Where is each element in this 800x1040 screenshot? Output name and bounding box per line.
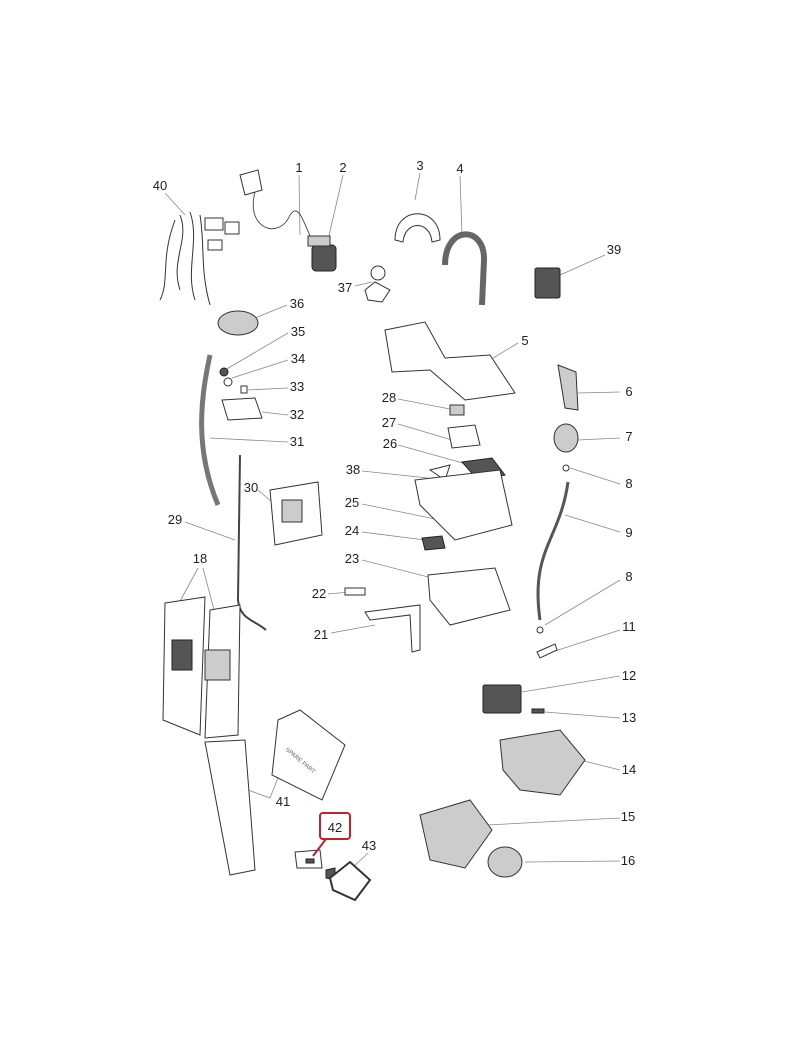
part-3-bracket (394, 213, 441, 243)
leader-lines (164, 172, 621, 871)
part-28-24-dispenser (414, 404, 513, 551)
label-34[interactable]: 34 (291, 351, 305, 366)
part-6-bracket (557, 364, 579, 411)
label-3[interactable]: 3 (416, 158, 423, 173)
part-13-screw (531, 708, 545, 714)
part-18-board (162, 596, 241, 739)
highlight-leader-42 (312, 838, 327, 857)
label-40[interactable]: 40 (153, 178, 167, 193)
label-13[interactable]: 13 (622, 710, 636, 725)
label-8-top[interactable]: 8 (625, 476, 632, 491)
label-7[interactable]: 7 (625, 429, 632, 444)
part-7-pressure-switch (553, 423, 579, 453)
part-12-coil (482, 684, 522, 714)
label-5[interactable]: 5 (521, 333, 528, 348)
part-31-35-hose-fittings (199, 354, 263, 506)
label-27[interactable]: 27 (382, 415, 396, 430)
label-1[interactable]: 1 (295, 160, 302, 175)
label-35[interactable]: 35 (291, 324, 305, 339)
part-40-wiring (159, 211, 240, 306)
label-28[interactable]: 28 (382, 390, 396, 405)
label-30[interactable]: 30 (244, 480, 258, 495)
label-37[interactable]: 37 (338, 280, 352, 295)
label-21[interactable]: 21 (314, 627, 328, 642)
part-29-wire (236, 454, 267, 631)
label-22[interactable]: 22 (312, 586, 326, 601)
part-14-motor (499, 729, 586, 796)
part-8-ring-top (562, 464, 570, 472)
label-33[interactable]: 33 (290, 379, 304, 394)
part-labels: 1 2 3 4 39 40 37 36 35 34 33 32 31 5 6 7… (153, 158, 636, 868)
label-43[interactable]: 43 (362, 838, 376, 853)
part-1-2-power-cord-filter (239, 169, 337, 272)
part-8-ring-bottom (536, 626, 544, 634)
part-42-43 (294, 849, 372, 902)
label-14[interactable]: 14 (622, 762, 636, 777)
label-42[interactable]: 42 (328, 820, 342, 835)
part-9-tube (536, 481, 570, 621)
label-18[interactable]: 18 (193, 551, 207, 566)
label-6[interactable]: 6 (625, 384, 632, 399)
label-15[interactable]: 15 (621, 809, 635, 824)
label-25[interactable]: 25 (345, 495, 359, 510)
part-39-block (534, 267, 561, 299)
part-23-drawer (427, 567, 511, 626)
part-36-cap (217, 310, 259, 336)
label-11[interactable]: 11 (622, 619, 636, 634)
label-2[interactable]: 2 (339, 160, 346, 175)
label-23[interactable]: 23 (345, 551, 359, 566)
label-4[interactable]: 4 (456, 161, 463, 176)
part-15-pump (419, 799, 493, 869)
label-41[interactable]: 41 (276, 794, 290, 809)
label-32[interactable]: 32 (290, 407, 304, 422)
part-5-lid (384, 321, 516, 401)
part-41-covers: SPARE PART (204, 709, 346, 876)
label-36[interactable]: 36 (290, 296, 304, 311)
label-8-bottom[interactable]: 8 (625, 569, 632, 584)
label-29[interactable]: 29 (168, 512, 182, 527)
part-16-filter (487, 846, 523, 878)
part-11-pin (536, 643, 558, 659)
part-30-lock (269, 481, 323, 546)
label-16[interactable]: 16 (621, 853, 635, 868)
label-24[interactable]: 24 (345, 523, 359, 538)
label-39[interactable]: 39 (607, 242, 621, 257)
part-21-22-heater (344, 587, 421, 653)
label-38[interactable]: 38 (346, 462, 360, 477)
part-37-valve (364, 265, 391, 303)
label-26[interactable]: 26 (383, 436, 397, 451)
label-9[interactable]: 9 (625, 525, 632, 540)
label-12[interactable]: 12 (622, 668, 636, 683)
highlight-box-42[interactable] (319, 812, 351, 840)
label-31[interactable]: 31 (290, 434, 304, 449)
part-4-hose (442, 231, 488, 306)
